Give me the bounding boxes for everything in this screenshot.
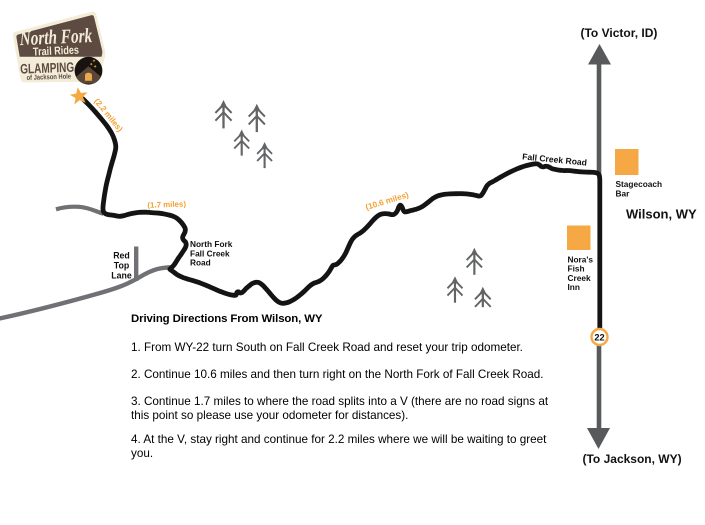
svg-text:Trail Rides: Trail Rides xyxy=(33,45,79,59)
svg-text:GLAMPING: GLAMPING xyxy=(20,60,74,77)
svg-text:Lane: Lane xyxy=(111,271,132,281)
svg-text:Bar: Bar xyxy=(616,188,631,198)
svg-text:Creek: Creek xyxy=(568,273,591,283)
svg-text:22: 22 xyxy=(594,332,604,342)
svg-text:North Fork: North Fork xyxy=(190,239,233,249)
svg-text:Top: Top xyxy=(114,261,130,271)
svg-text:(To Jackson, WY): (To Jackson, WY) xyxy=(583,452,682,466)
svg-text:Fish: Fish xyxy=(568,264,585,274)
svg-text:Inn: Inn xyxy=(568,282,580,292)
svg-text:Red: Red xyxy=(113,251,130,261)
svg-text:North Fork: North Fork xyxy=(18,25,93,50)
svg-text:Road: Road xyxy=(190,258,211,268)
svg-text:Nora's: Nora's xyxy=(568,254,594,264)
svg-text:Wilson, WY: Wilson, WY xyxy=(626,206,697,221)
svg-text:(1.7 miles): (1.7 miles) xyxy=(147,199,186,209)
svg-text:Fall Creek: Fall Creek xyxy=(190,248,230,258)
svg-text:(To Victor, ID): (To Victor, ID) xyxy=(581,26,658,40)
svg-text:Stagecoach: Stagecoach xyxy=(616,179,663,189)
svg-text:of Jackson Hole: of Jackson Hole xyxy=(26,71,71,82)
